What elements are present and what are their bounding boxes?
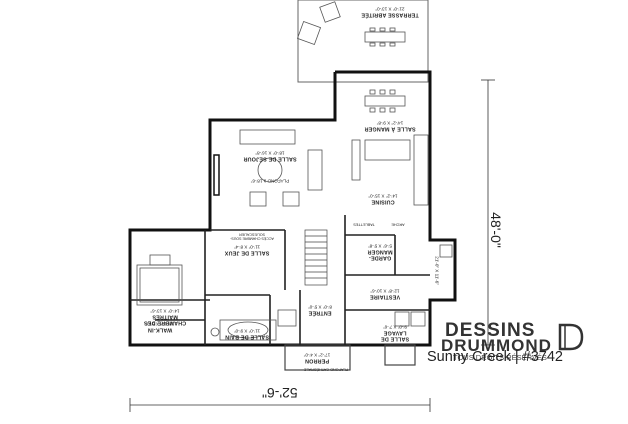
room-label-vestiaire: VESTIAIRE 12'-8" X 10'-6" (360, 288, 410, 299)
room-label-salle-a-manger: SALLE À MANGER 14'-2" X 9'-8" (355, 120, 425, 131)
width-dimension: 52'-6" (262, 385, 298, 401)
brand-line1: DESSINS (445, 320, 536, 341)
room-name: SALLE DE JEUX (224, 249, 270, 256)
depth-dimension: 48'-0" (487, 212, 504, 248)
room-label-jeux: SALLE DE JEUX 11'-0" X 8'-4" (222, 244, 272, 255)
room-name: GARDE-MANGER (367, 248, 393, 261)
room-name: SALLE DE BAIN (225, 333, 269, 340)
laundry-fixtures (394, 244, 453, 327)
room-dims: 14'-2" X 15'-0" (368, 193, 398, 199)
room-label-perron: PERRON 17'-2" X 4'-0" (292, 352, 342, 363)
plan-caption: Sunny Creek | #3742 (427, 349, 563, 365)
garage-dims-text: 21'-0" X 11'-6" (434, 256, 440, 285)
garage-dims-note: 21'-0" X 11'-6" (434, 246, 440, 296)
terrace-furniture (296, 1, 406, 47)
dimension-lines (129, 79, 495, 412)
living-room-furniture (213, 129, 323, 207)
room-label-entree: ENTRÉE 8'-0" X 5'-0" (300, 304, 340, 315)
room-name: SALLE DE SÉJOUR (243, 155, 297, 162)
brand-line2: DRUMMOND (441, 336, 552, 355)
room-dims: 14'-0" X 13'-6" (150, 308, 180, 314)
drummond-d-icon (558, 323, 584, 351)
room-name: PERRON (304, 357, 330, 364)
brand-rights: TOUS DROITS RÉSERVÉS (453, 353, 547, 362)
dining-kitchen-furniture (351, 89, 429, 206)
room-dims: 17'-2" X 4'-0" (303, 352, 331, 358)
cathedral-ceiling-text: PLAFOND CATHÉDRALE (303, 367, 349, 372)
basement-access-note: ACCÈS CHAMBRE SOUS-SOL/ESCALIER (224, 232, 280, 240)
porch-outline (284, 344, 416, 371)
arch-note: ARCHE (388, 222, 408, 226)
interior-walls (130, 215, 430, 345)
room-label-cuisine: CUISINE 14'-2" X 15'-0" (358, 193, 408, 204)
room-dims: 8'-0" X 5'-0" (308, 304, 332, 310)
ceiling-note: PLAFOND à 18'-6" (240, 178, 300, 183)
room-dims: 12'-8" X 10'-6" (370, 288, 400, 294)
stairs (304, 229, 328, 286)
room-dims: 9'-0" X 7'-6" (383, 324, 407, 330)
cathedral-ceiling-note: PLAFOND CATHÉDRALE (296, 367, 356, 371)
ceiling-note-text: PLAFOND à 18'-6" (250, 178, 290, 184)
room-name: SALLE DE LAVAGE (380, 329, 410, 342)
basement-access-text: ACCÈS CHAMBRE SOUS-SOL/ESCALIER (230, 232, 274, 241)
brand-logo: DESSINS DRUMMOND TOUS DROITS RÉSERVÉS (441, 320, 585, 362)
room-dims: 5'-6" X 5'-8" (368, 243, 392, 249)
arch-text: ARCHE (391, 222, 405, 227)
shelves-text: TABLETTES (353, 222, 375, 227)
room-label-sejour: SALLE DE SÉJOUR 18'-0" X 16'-8" (235, 150, 305, 161)
room-name: WALK-IN (147, 326, 173, 333)
bedroom-furniture (136, 254, 183, 306)
room-name: ENTRÉE (308, 309, 332, 316)
shelves-note: TABLETTES (350, 222, 378, 226)
room-label-bain: SALLE DE BAIN 11'-0" X 9'-0" (222, 328, 272, 339)
room-dims: 10'-10" X 5'-0" (145, 321, 175, 327)
room-name: TERRASSE ABRITÉE (361, 11, 419, 18)
room-name: CUISINE (371, 198, 395, 205)
room-name: SALLE À MANGER (364, 125, 416, 132)
bathroom-fixtures (210, 309, 297, 341)
room-name: VESTIAIRE (369, 293, 401, 300)
room-label-lavage: SALLE DE LAVAGE 9'-0" X 7'-6" (370, 324, 420, 342)
room-label-garde-manger: GARDE-MANGER 5'-6" X 5'-8" (360, 243, 400, 261)
terrace-outline (297, 0, 429, 83)
room-label-terrasse: TERRASSE ABRITÉE 21'-0" X 13'-0" (355, 6, 425, 17)
room-label-walkin: WALK-IN 10'-10" X 5'-0" (140, 321, 180, 332)
exterior-walls (128, 70, 457, 347)
